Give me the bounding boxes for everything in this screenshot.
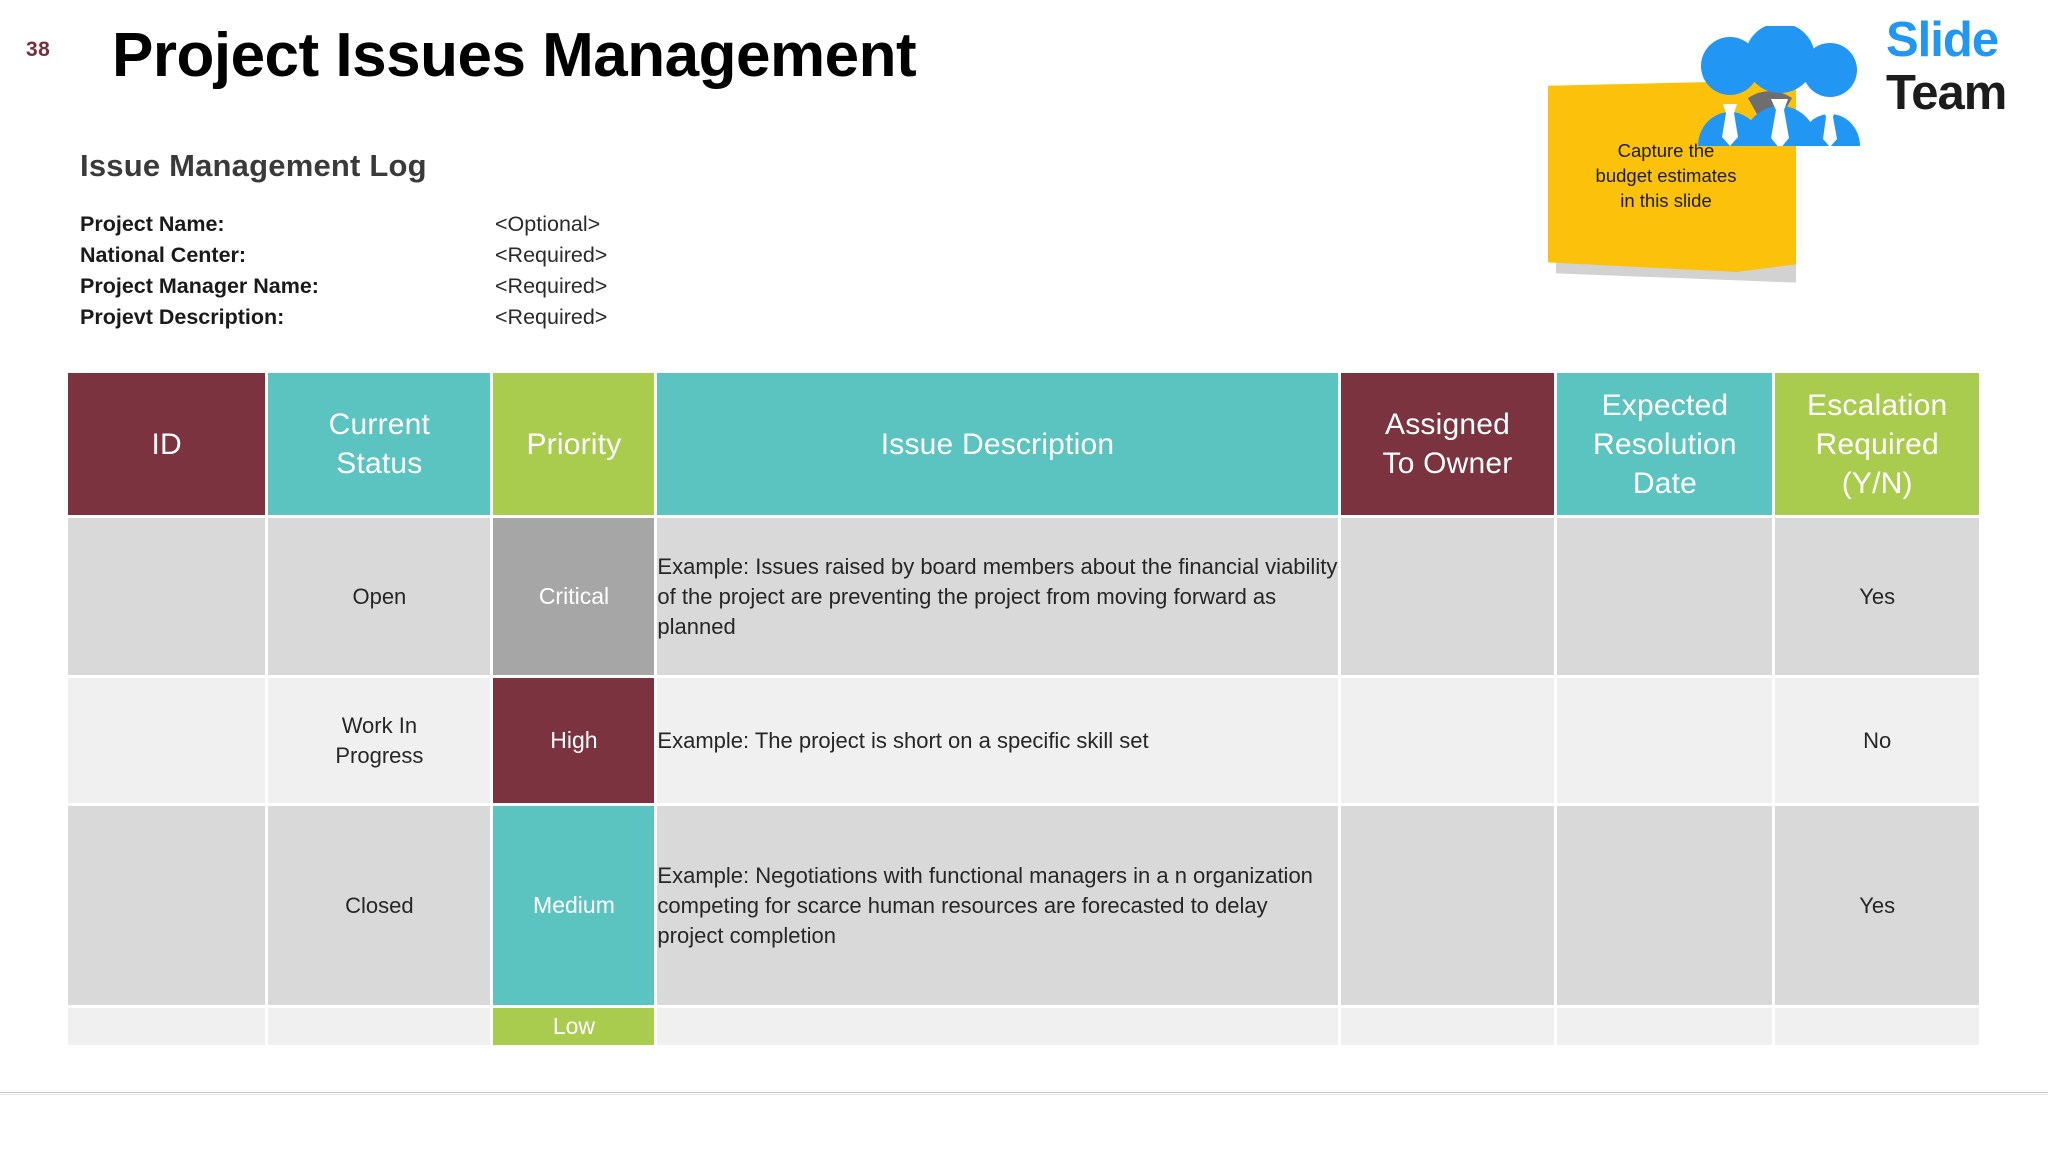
column-header-id[interactable]: ID [68, 373, 266, 515]
cell-escalation[interactable]: Yes [1775, 518, 1979, 675]
cell-priority[interactable]: High [493, 678, 655, 803]
cell-priority[interactable]: Medium [493, 806, 655, 1005]
column-header-priority[interactable]: Priority [493, 373, 655, 515]
section-title: Issue Management Log [80, 148, 427, 183]
logo-word-team: Team [1886, 66, 2007, 120]
cell-date[interactable] [1557, 806, 1773, 1005]
sticky-note-text: Capture the budget estimates in this sli… [1548, 138, 1784, 213]
meta-value-project-description: <Required> [495, 305, 608, 329]
footer-divider-highlight [0, 1094, 2048, 1095]
meta-value-national-center: <Required> [495, 243, 608, 267]
cell-owner[interactable] [1340, 678, 1555, 803]
column-header-escalation-required-line-2: Required [1815, 427, 1939, 461]
cell-priority[interactable]: Low [493, 1008, 655, 1045]
column-header-escalation-required[interactable]: Escalation Required (Y/N) [1775, 373, 1979, 515]
column-header-expected-resolution-date-line-1: Expected [1601, 388, 1729, 422]
cell-owner[interactable] [1340, 1008, 1555, 1045]
cell-id[interactable] [68, 806, 266, 1005]
meta-row: Project Name: <Optional> [80, 212, 720, 243]
cell-priority[interactable]: Critical [493, 518, 655, 675]
column-header-issue-description-line-1: Issue Description [880, 427, 1115, 461]
meta-row: Project Manager Name: <Required> [80, 274, 720, 305]
column-header-expected-resolution-date[interactable]: Expected Resolution Date [1557, 373, 1773, 515]
footer-divider [0, 1092, 2048, 1093]
issue-management-table: ID Current Status Priority Issue Descrip… [65, 370, 1982, 1048]
sticky-note-line-1: Capture the [1617, 140, 1715, 161]
column-header-current-status-line-1: Current [328, 408, 431, 441]
cell-id[interactable] [68, 518, 266, 675]
table-row[interactable]: Low [68, 1008, 1979, 1045]
sticky-note: Capture the budget estimates in this sli… [1548, 80, 1818, 283]
page-title: Project Issues Management [112, 21, 917, 90]
table-row[interactable]: Work In Progress High Example: The proje… [68, 678, 1979, 803]
table-row[interactable]: Open Critical Example: Issues raised by … [68, 518, 1979, 675]
three-people-icon [1698, 26, 1860, 146]
cell-owner[interactable] [1340, 518, 1555, 675]
cell-status-line-1: Work In [341, 712, 418, 738]
sticky-note-line-3: in this slide [1620, 190, 1712, 211]
meta-row: National Center: <Required> [80, 243, 720, 274]
cell-escalation[interactable]: No [1775, 678, 1979, 803]
meta-row: Projevt Description: <Required> [80, 305, 720, 336]
meta-label-project-description: Projevt Description: [80, 305, 285, 329]
cell-status[interactable]: Closed [268, 806, 491, 1005]
cell-description[interactable]: Example: Negotiations with functional ma… [657, 806, 1338, 1005]
cell-id[interactable] [68, 1008, 266, 1045]
logo-word-slide: Slide [1886, 13, 1999, 67]
column-header-assigned-to-owner-line-1: Assigned [1385, 408, 1511, 441]
column-header-current-status-line-2: Status [336, 447, 423, 480]
cell-owner[interactable] [1340, 806, 1555, 1005]
cell-status[interactable]: Work In Progress [268, 678, 491, 803]
cell-date[interactable] [1557, 518, 1773, 675]
cell-description[interactable]: Example: Issues raised by board members … [657, 518, 1338, 675]
sticky-note-line-2: budget estimates [1595, 165, 1737, 186]
column-header-expected-resolution-date-line-2: Resolution [1593, 427, 1737, 461]
meta-value-project-name: <Optional> [495, 212, 601, 236]
slideteam-logo: Slide Team [1690, 8, 2040, 150]
column-header-escalation-required-line-3: (Y/N) [1841, 466, 1913, 500]
cell-status[interactable] [268, 1008, 491, 1045]
cell-description[interactable]: Example: The project is short on a speci… [657, 678, 1338, 803]
column-header-assigned-to-owner-line-2: To Owner [1382, 447, 1513, 480]
cell-date[interactable] [1557, 1008, 1773, 1045]
cell-escalation[interactable] [1775, 1008, 1979, 1045]
column-header-id-line-1: ID [151, 427, 182, 461]
logo-wordmark: Slide Team [1886, 14, 2046, 120]
meta-value-project-manager-name: <Required> [495, 274, 608, 298]
cell-id[interactable] [68, 678, 266, 803]
slide-number: 38 [26, 38, 51, 61]
column-header-expected-resolution-date-line-3: Date [1632, 466, 1698, 500]
column-header-escalation-required-line-1: Escalation [1806, 388, 1948, 422]
column-header-current-status[interactable]: Current Status [268, 373, 491, 515]
cell-status[interactable]: Open [268, 518, 491, 675]
column-header-priority-line-1: Priority [526, 427, 622, 461]
sticky-note-paper [1548, 80, 1796, 272]
cell-description[interactable] [657, 1008, 1338, 1045]
cell-date[interactable] [1557, 678, 1773, 803]
meta-label-project-name: Project Name: [80, 212, 225, 236]
table-header-row: ID Current Status Priority Issue Descrip… [68, 373, 1979, 515]
column-header-assigned-to-owner[interactable]: Assigned To Owner [1340, 373, 1555, 515]
column-header-issue-description[interactable]: Issue Description [657, 373, 1338, 515]
meta-label-project-manager-name: Project Manager Name: [80, 274, 319, 298]
table-row[interactable]: Closed Medium Example: Negotiations with… [68, 806, 1979, 1005]
cell-status-line-2: Progress [335, 742, 424, 768]
meta-label-national-center: National Center: [80, 243, 247, 267]
cell-escalation[interactable]: Yes [1775, 806, 1979, 1005]
project-meta-block: Project Name: <Optional> National Center… [80, 212, 720, 336]
